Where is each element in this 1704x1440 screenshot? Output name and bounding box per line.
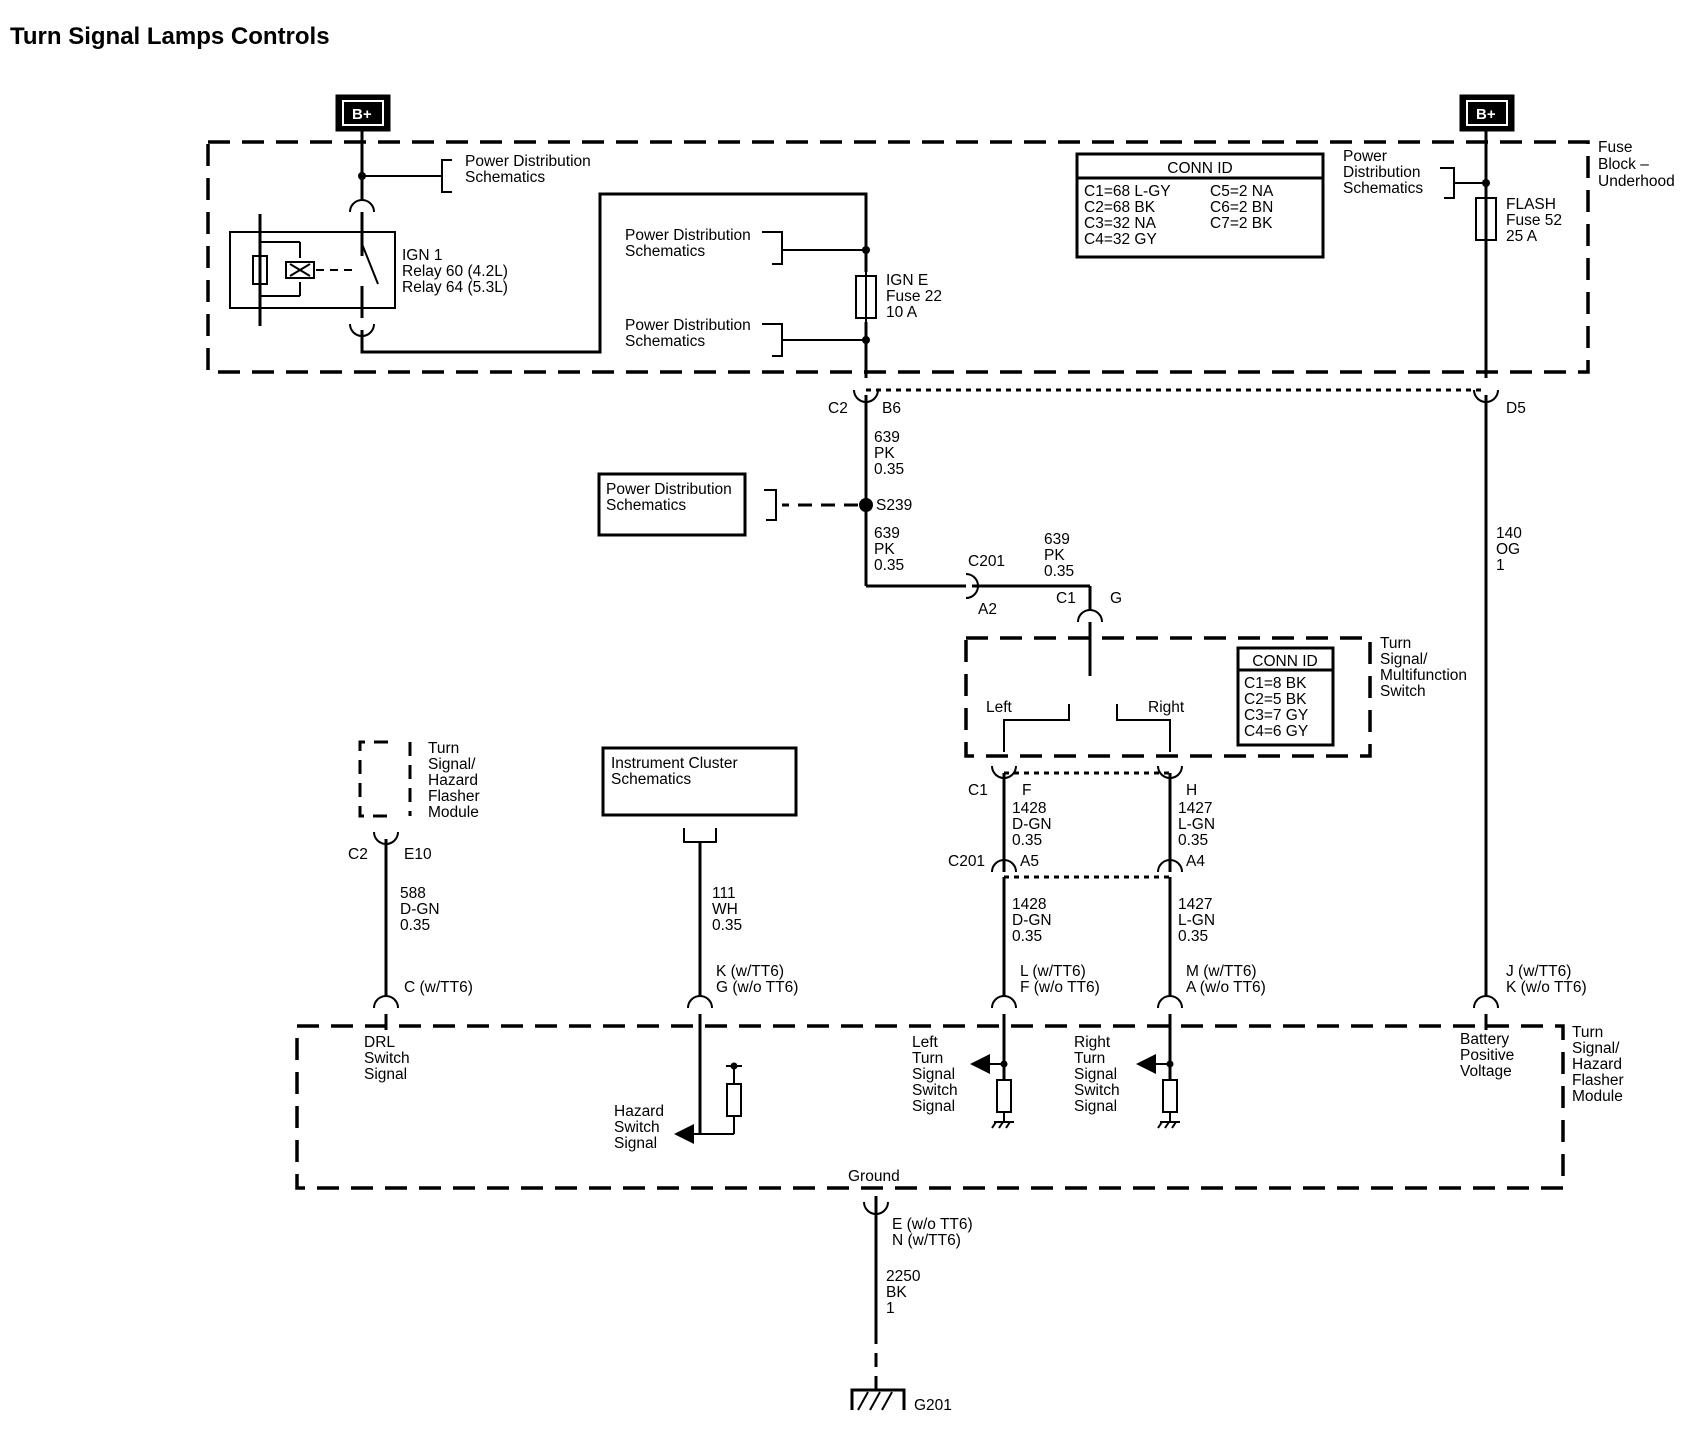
fuse22-label: IGN E Fuse 22 10 A <box>886 272 946 321</box>
fuse-block-box <box>206 140 1590 374</box>
wire-639-b: 639 PK 0.35 <box>874 525 904 574</box>
pin-f: F <box>1022 782 1031 799</box>
relay-label: IGN 1 <box>402 247 442 264</box>
svg-text:C3=32 NA: C3=32 NA <box>1084 215 1157 232</box>
svg-text:C5=2 NA: C5=2 NA <box>1210 183 1274 200</box>
wire-1428-a: 1428 D-GN 0.35 <box>1012 800 1056 849</box>
flasher-module-box <box>295 1024 1565 1190</box>
pin-jk: J (w/TT6) K (w/o TT6) <box>1506 963 1587 996</box>
multifunction-switch-name: Turn Signal/ Multifunction Switch <box>1380 635 1471 700</box>
svg-text:Power Distribution Schemat: Power Distribution Schematics <box>606 481 736 514</box>
svg-text:C6=2 BN: C6=2 BN <box>1210 199 1273 216</box>
flasher-module-reference: Turn Signal/ Hazard Flasher Module <box>358 740 484 821</box>
pin-ma: M (w/TT6) A (w/o TT6) <box>1186 963 1266 996</box>
svg-text:C4=6 GY: C4=6 GY <box>1244 723 1308 740</box>
switch-left-label: Left <box>986 699 1013 716</box>
wire-639-a: 639 PK 0.35 <box>874 429 904 478</box>
pds-mid-1: Power Distribution Schematics <box>625 227 755 260</box>
left-turn-signal-switch: Left Turn Signal Switch Signal <box>912 1034 962 1115</box>
conn-id-table-fuse-block: CONN ID C1=68 L-GY C2=68 BK C3=32 NA C4=… <box>1075 152 1325 259</box>
wire-639-c: 639 PK 0.35 <box>1044 531 1074 580</box>
svg-text:C2=68 BK: C2=68 BK <box>1084 199 1156 216</box>
multifunction-switch-box <box>964 636 1372 758</box>
svg-text:C7=2 BK: C7=2 BK <box>1210 215 1273 232</box>
wire-1428-b: 1428 D-GN 0.35 <box>1012 896 1056 945</box>
right-turn-resistor <box>1162 1079 1178 1113</box>
drl-switch-signal: DRL Switch Signal <box>364 1034 414 1083</box>
wire-588: 588 D-GN 0.35 <box>400 885 444 934</box>
pin-g: G <box>1110 590 1122 607</box>
ground-label: Ground <box>848 1168 900 1185</box>
svg-text:IGN 1 Relay 60 (4.2L): IGN 1 Relay 60 (4.2L) Relay 64 (5.3L) <box>402 247 512 296</box>
svg-text:C3=7 GY: C3=7 GY <box>1244 707 1308 724</box>
svg-text:C2=5 BK: C2=5 BK <box>1244 691 1307 708</box>
pin-e10: E10 <box>404 846 432 863</box>
pin-d5: D5 <box>1506 400 1526 417</box>
instrument-cluster-box <box>601 746 798 817</box>
wire-1427-a: 1427 L-GN 0.35 <box>1178 800 1219 849</box>
fuse-block-name: Fuse Block – Underhood <box>1598 139 1675 190</box>
hazard-resistor <box>726 1083 742 1117</box>
battery-right: B+ <box>1459 94 1515 132</box>
ground-pins: E (w/o TT6) N (w/TT6) <box>892 1216 977 1249</box>
svg-text:Instrument Cluster Schemat: Instrument Cluster Schematics <box>611 755 742 788</box>
wire-1427-b: 1427 L-GN 0.35 <box>1178 896 1219 945</box>
conn-id-table-switch: CONN ID C1=8 BK C2=5 BK C3=7 GY C4=6 GY <box>1236 646 1335 747</box>
battery-left: B+ <box>335 94 391 132</box>
pin-b6: B6 <box>882 400 901 417</box>
pin-h: H <box>1186 782 1197 799</box>
right-turn-signal-switch: Right Turn Signal Switch Signal <box>1074 1034 1124 1115</box>
svg-text:Turn Signal/ Hazar: Turn Signal/ Hazard Flasher Module <box>428 740 484 821</box>
svg-text:C4=32 GY: C4=32 GY <box>1084 231 1157 248</box>
svg-text:CONN ID: CONN ID <box>1167 160 1232 177</box>
pin-kg: K (w/TT6) G (w/o TT6) <box>716 963 798 996</box>
svg-text:C1=8 BK: C1=8 BK <box>1244 675 1307 692</box>
pds-top-left: Power Distribution Schematics <box>465 153 595 186</box>
wire-140: 140 OG 1 <box>1496 525 1526 574</box>
switch-right-label: Right <box>1148 699 1185 716</box>
wire-2250: 2250 BK 1 <box>886 1268 925 1317</box>
connector-c201: C201 <box>968 553 1005 570</box>
pin-a4: A4 <box>1186 853 1205 870</box>
connector-c2-e10: C2 <box>348 846 368 863</box>
pin-lf: L (w/TT6) F (w/o TT6) <box>1020 963 1100 996</box>
left-turn-resistor <box>996 1079 1012 1113</box>
pin-c: C (w/TT6) <box>404 979 473 996</box>
ground-g201-icon <box>850 1388 906 1411</box>
battery-positive-voltage: Battery Positive Voltage <box>1460 1031 1519 1080</box>
battery-right-label: B+ <box>1476 106 1496 123</box>
pin-a2: A2 <box>978 601 997 618</box>
pds-mid-2: Power Distribution Schematics <box>625 317 755 350</box>
svg-text:C1=68 L-GY: C1=68 L-GY <box>1084 183 1171 200</box>
ign1-relay: IGN 1 Relay 60 (4.2L) Relay 64 (5.3L) <box>229 212 512 326</box>
fuse52-label: FLASH Fuse 52 25 A <box>1506 196 1566 245</box>
ground-g201-label: G201 <box>914 1397 952 1414</box>
connector-c1: C1 <box>1056 590 1076 607</box>
pds-box <box>597 472 747 537</box>
pin-a5: A5 <box>1020 853 1039 870</box>
wire-111: 111 WH 0.35 <box>712 885 742 934</box>
flasher-module-name: Turn Signal/ Hazard Flasher Module <box>1572 1024 1628 1105</box>
pds-right: Power Distribution Schematics <box>1343 148 1425 197</box>
connector-c1-lower: C1 <box>968 782 988 799</box>
splice-s239 <box>859 498 873 512</box>
svg-text:CONN ID: CONN ID <box>1252 653 1317 670</box>
hazard-switch-signal: Hazard Switch Signal <box>614 1103 668 1152</box>
svg-text:S239: S239 <box>876 497 912 514</box>
page-title: Turn Signal Lamps Controls <box>10 23 330 50</box>
connector-c2: C2 <box>828 400 848 417</box>
connector-c201-mid: C201 <box>948 853 985 870</box>
battery-left-label: B+ <box>352 106 372 123</box>
